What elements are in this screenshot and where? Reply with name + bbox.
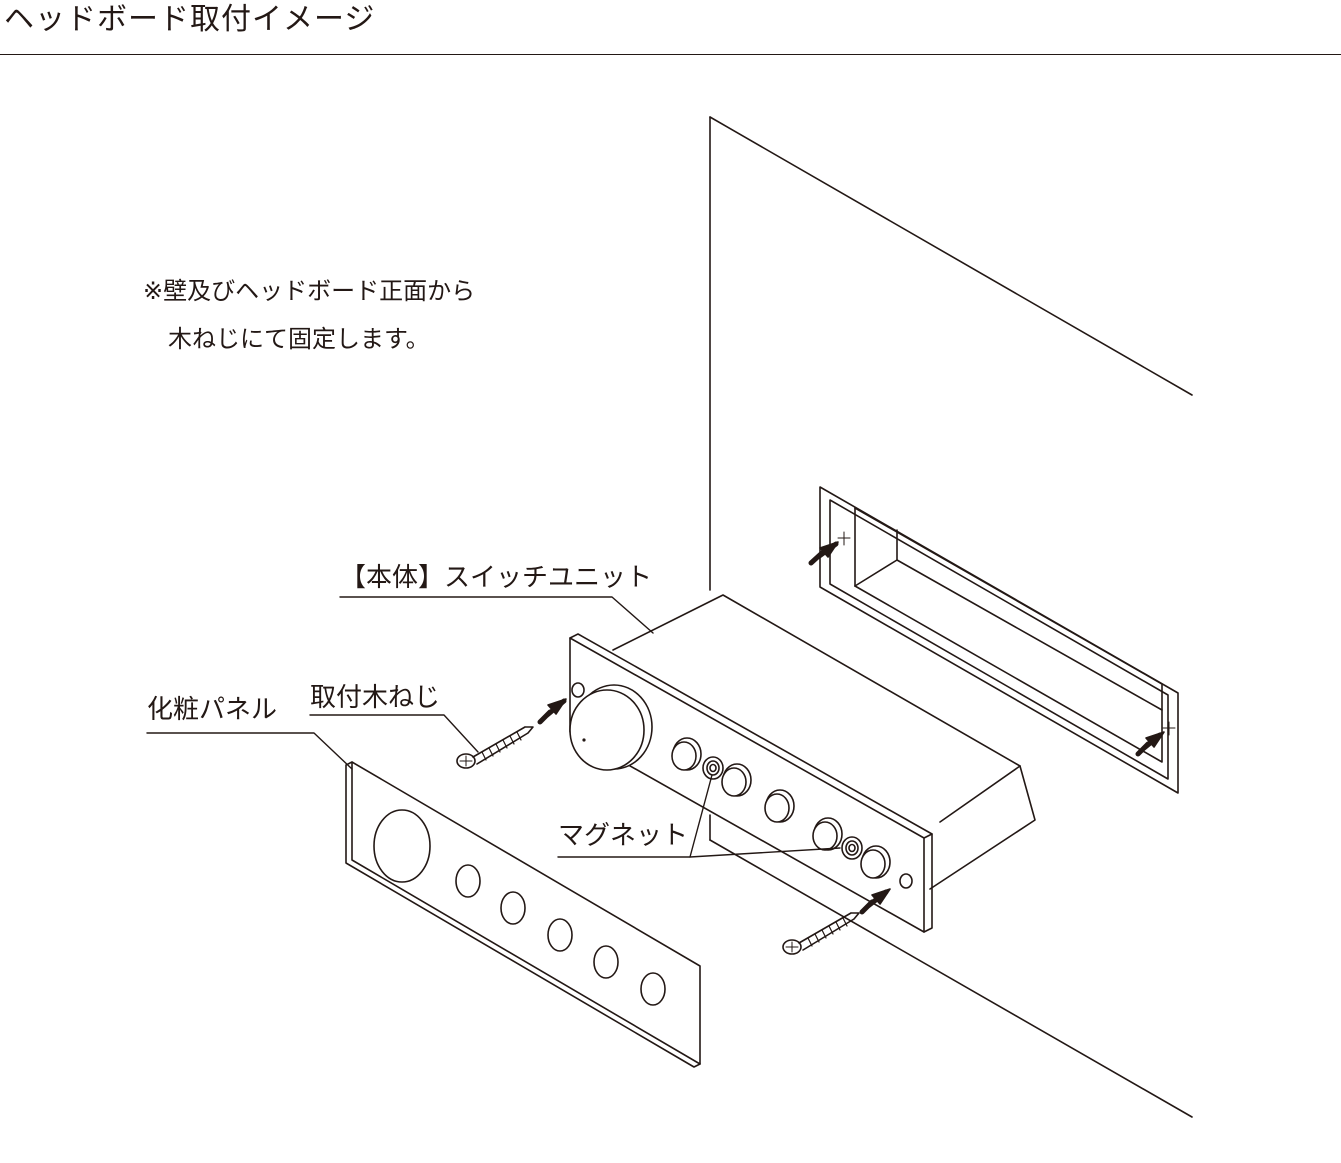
dimmer-knob (569, 684, 653, 771)
wall-cutout (819, 486, 1179, 794)
switch-unit-body (612, 594, 1036, 890)
label-magnet: マグネット (558, 821, 689, 851)
note-line-2: 木ねじにて固定します。 (168, 325, 430, 353)
wood-screw-right (782, 912, 860, 955)
switch-buttons (671, 737, 891, 879)
plate-screw-holes (571, 682, 913, 889)
wood-screw-left (456, 726, 534, 769)
label-panel: 化粧パネル (147, 695, 278, 725)
headboard-wall (709, 116, 1193, 1118)
note-line-1: ※壁及びヘッドボード正面から (143, 277, 476, 305)
title-underline (0, 54, 1341, 55)
page-title: ヘッドボード取付イメージ (4, 2, 376, 37)
decorative-panel (345, 761, 701, 1068)
arrow-icons (537, 541, 1165, 915)
label-screw: 取付木ねじ (310, 683, 441, 713)
leader-lines (146, 596, 841, 858)
label-main-unit: 【本体】スイッチユニット (340, 563, 653, 593)
magnets (702, 756, 863, 860)
